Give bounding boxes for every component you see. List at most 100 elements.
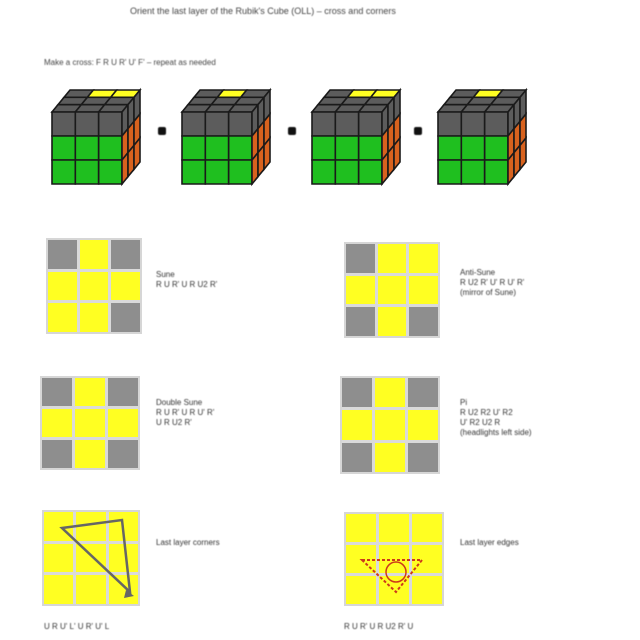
sticker-gray xyxy=(311,111,337,137)
pattern-line: R U R' U R U' R' xyxy=(156,408,215,417)
pattern-title: Pi xyxy=(460,398,468,407)
sequence-separator xyxy=(414,127,422,135)
sticker-yellow xyxy=(379,576,409,604)
sticker-yellow xyxy=(75,378,105,406)
sticker-gray xyxy=(42,440,72,468)
sticker-yellow xyxy=(48,303,77,332)
sticker-green xyxy=(74,135,100,161)
sticker-yellow xyxy=(108,575,138,604)
sticker-yellow xyxy=(48,271,77,301)
sticker-gray xyxy=(342,442,372,472)
sticker-green xyxy=(181,135,207,161)
sticker-green xyxy=(437,159,463,185)
pattern-text-anti-sune: Anti-Sune R U2 R' U' R U' R' (mirror of … xyxy=(460,268,524,298)
sticker-yellow xyxy=(44,512,74,541)
pattern-line: R U R' U R U2 R' xyxy=(156,280,218,289)
sticker-gray xyxy=(108,440,138,468)
sticker-gray xyxy=(460,111,486,137)
sticker-yellow xyxy=(346,545,376,573)
sticker-gray xyxy=(111,303,140,332)
sticker-gray xyxy=(74,111,100,137)
sticker-gray xyxy=(342,378,372,408)
sticker-yellow xyxy=(108,543,138,573)
sticker-orange xyxy=(133,135,141,172)
sticker-yellow xyxy=(346,275,375,305)
sticker-yellow xyxy=(108,409,138,437)
sticker-gray xyxy=(227,111,253,137)
sticker-yellow xyxy=(377,244,407,273)
sticker-yellow xyxy=(111,271,140,301)
page-title: Orient the last layer of the Rubik's Cub… xyxy=(130,6,396,16)
sequence-separator xyxy=(158,127,166,135)
sticker-green xyxy=(227,135,253,161)
cube-step-1 xyxy=(50,87,142,187)
sticker-gray xyxy=(437,111,463,137)
pattern-line: (headlights left side) xyxy=(460,428,532,437)
sticker-green xyxy=(483,159,509,185)
sticker-gray xyxy=(483,111,509,137)
pattern-title: Anti-Sune xyxy=(460,268,496,277)
pattern-line: U R U2 R' xyxy=(156,418,192,427)
sticker-yellow xyxy=(379,545,409,573)
sticker-gray xyxy=(346,307,375,336)
sticker-green xyxy=(311,159,337,185)
footer-algorithm-left: U R U' L' U R' U' L xyxy=(44,622,110,631)
sticker-yellow xyxy=(412,514,442,542)
footer-algorithm-right: R U R' U R U2 R' U xyxy=(344,622,414,631)
pattern-grid-sune xyxy=(46,238,142,334)
pattern-grid-corners xyxy=(42,510,140,606)
sticker-gray xyxy=(97,111,123,137)
sticker-green xyxy=(460,159,486,185)
pattern-text-sune: Sune R U R' U R U2 R' xyxy=(156,270,217,290)
sticker-yellow xyxy=(79,240,109,269)
pattern-line: R U2 R' U' R U' R' xyxy=(460,278,525,287)
sticker-yellow xyxy=(79,271,109,301)
sticker-green xyxy=(74,159,100,185)
sticker-green xyxy=(227,159,253,185)
sticker-yellow xyxy=(42,409,72,437)
cube-sequence xyxy=(44,80,544,195)
sticker-gray xyxy=(48,240,77,269)
pattern-text-pi: Pi R U2 R2 U' R2 U' R2 U2 R (headlights … xyxy=(460,398,532,438)
sticker-yellow xyxy=(342,410,372,440)
sticker-green xyxy=(334,135,360,161)
sticker-green xyxy=(357,135,383,161)
sticker-green xyxy=(181,159,207,185)
sticker-yellow xyxy=(375,410,405,440)
sticker-green xyxy=(357,159,383,185)
sticker-gray xyxy=(51,111,77,137)
sticker-yellow xyxy=(346,576,376,604)
sticker-yellow xyxy=(375,442,405,472)
sticker-orange xyxy=(393,135,401,172)
sticker-gray xyxy=(408,442,438,472)
sticker-orange xyxy=(263,135,271,172)
cube-step-3 xyxy=(310,87,402,187)
corner-diagram-left xyxy=(42,510,140,606)
sticker-yellow xyxy=(346,514,376,542)
pattern-line: R U2 R2 U' R2 xyxy=(460,408,513,417)
sticker-yellow xyxy=(377,307,407,336)
pattern-grid-pi xyxy=(340,376,440,474)
sticker-yellow xyxy=(412,545,442,573)
sticker-gray xyxy=(408,378,438,408)
sticker-green xyxy=(483,135,509,161)
sticker-gray xyxy=(334,111,360,137)
sticker-yellow xyxy=(409,244,438,273)
sticker-gray xyxy=(409,307,438,336)
sticker-yellow xyxy=(76,575,106,604)
corner-diagram-right xyxy=(344,512,444,606)
sticker-green xyxy=(51,159,77,185)
sticker-yellow xyxy=(409,275,438,305)
pattern-title: Sune xyxy=(156,270,175,279)
pattern-text-double-sune: Double Sune R U R' U R U' R' U R U2 R' xyxy=(156,398,214,428)
sticker-green xyxy=(460,135,486,161)
sticker-gray xyxy=(346,244,375,273)
pattern-grid-anti-sune xyxy=(344,242,440,338)
sticker-yellow xyxy=(377,275,407,305)
sticker-yellow xyxy=(44,543,74,573)
sticker-green xyxy=(204,159,230,185)
sticker-yellow xyxy=(75,409,105,437)
pattern-line: U' R2 U2 R xyxy=(460,418,501,427)
sticker-green xyxy=(97,159,123,185)
sticker-gray xyxy=(181,111,207,137)
